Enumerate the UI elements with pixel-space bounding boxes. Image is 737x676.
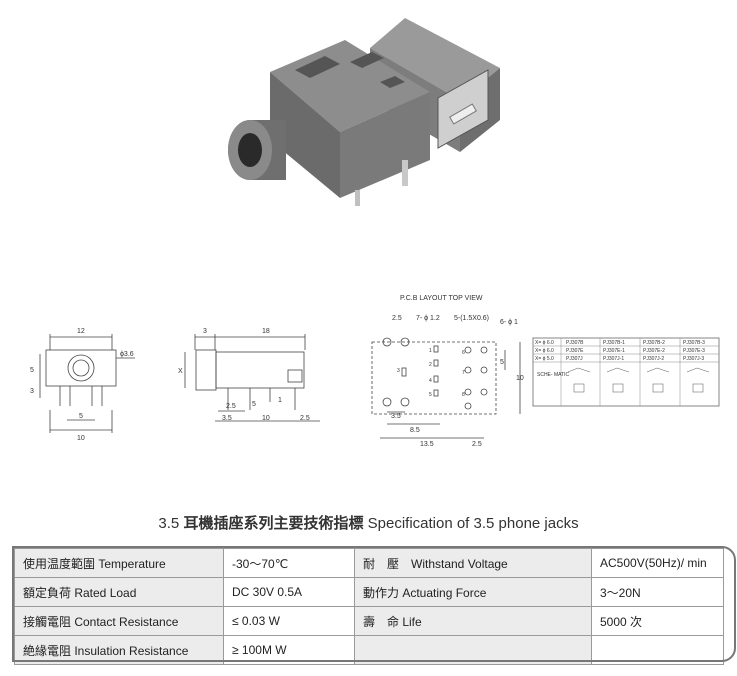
model-cell: X= ϕ 5.0 bbox=[535, 356, 554, 362]
dim-pcb-35: 3.5 bbox=[391, 413, 401, 420]
dim-pcb-25: 2.5 bbox=[392, 315, 402, 322]
model-cell: PJ307B-3 bbox=[683, 340, 705, 346]
pcb-layout-drawing bbox=[371, 337, 521, 439]
table-row: 接觸電阻 Contact Resistance ≤ 0.03 W 壽 命 Lif… bbox=[14, 606, 724, 636]
spec-value: 5000 次 bbox=[591, 606, 724, 636]
pcb-caption: P.C.B LAYOUT TOP VIEW bbox=[400, 295, 483, 302]
spec-title: 3.5 耳機插座系列主要技術指標 Specification of 3.5 ph… bbox=[0, 512, 737, 533]
model-table: X= ϕ 6.0 PJ307B PJ307B-1 PJ307B-2 PJ307B… bbox=[532, 337, 720, 407]
pcb-pin-number: 2 bbox=[429, 362, 432, 368]
dim-side-top1: 3 bbox=[203, 328, 207, 335]
spec-value bbox=[591, 635, 724, 665]
dim-front-base: 10 bbox=[77, 435, 85, 442]
dim-pcb-h5: 5 bbox=[500, 359, 504, 366]
model-cell: PJ307J bbox=[566, 356, 583, 362]
table-row: 絶緣電阻 Insulation Resistance ≥ 100M W bbox=[14, 635, 724, 665]
product-photo bbox=[228, 18, 500, 206]
spec-label: 接觸電阻 Contact Resistance bbox=[14, 606, 224, 636]
schematic-label: SCHE- MATIC bbox=[537, 372, 570, 378]
dim-front-height: 5 bbox=[30, 367, 34, 374]
spec-title-en: Specification of 3.5 phone jacks bbox=[367, 515, 579, 532]
dim-front-pin: 5 bbox=[79, 413, 83, 420]
dim-side-top2: 18 bbox=[262, 328, 270, 335]
dim-pcb-135: 13.5 bbox=[420, 441, 434, 448]
dim-pcb-holes7: 7- ϕ 1.2 bbox=[416, 315, 440, 322]
dim-pcb-85: 8.5 bbox=[410, 427, 420, 434]
dim-front-diameter: ϕ3.6 bbox=[120, 351, 134, 358]
front-view-drawing bbox=[39, 334, 135, 433]
dim-front-width: 12 bbox=[77, 328, 85, 335]
table-row: 額定負荷 Rated Load DC 30V 0.5A 動作力 Actuatin… bbox=[14, 577, 724, 607]
dim-side-d3: 1 bbox=[278, 397, 282, 404]
pcb-pin-number: 1 bbox=[429, 348, 432, 354]
spec-label: 絶緣電阻 Insulation Resistance bbox=[14, 635, 224, 665]
model-cell: PJ307J-1 bbox=[603, 356, 624, 362]
dim-front-lower: 3 bbox=[30, 388, 34, 395]
table-row: 使用温度範圍 Temperature -30～70℃ 耐 壓 Withstand… bbox=[14, 548, 724, 578]
model-cell: X= ϕ 6.0 bbox=[535, 348, 554, 354]
model-cell: PJ307B-1 bbox=[603, 340, 625, 346]
side-view-drawing bbox=[184, 334, 320, 422]
dim-side-x: X bbox=[178, 368, 183, 375]
model-cell: PJ307E bbox=[566, 348, 584, 354]
spec-value: ≤ 0.03 W bbox=[223, 606, 355, 636]
model-cell: PJ307J-3 bbox=[683, 356, 704, 362]
spec-label: 使用温度範圍 Temperature bbox=[14, 548, 224, 578]
spec-value: DC 30V 0.5A bbox=[223, 577, 355, 607]
model-cell: PJ307J-2 bbox=[643, 356, 664, 362]
spec-label: 耐 壓 Withstand Voltage bbox=[354, 548, 592, 578]
spec-label: 額定負荷 Rated Load bbox=[14, 577, 224, 607]
model-cell: PJ307B bbox=[566, 340, 584, 346]
pcb-pin-number: 4 bbox=[429, 378, 432, 384]
spec-title-num: 3.5 bbox=[158, 515, 180, 532]
dim-side-d1: 2.5 bbox=[226, 403, 236, 410]
dim-side-b1: 3.5 bbox=[222, 415, 232, 422]
pcb-pin-number: 8 bbox=[462, 392, 465, 398]
pcb-pin-number: 3 bbox=[397, 368, 400, 374]
dim-pcb-25b: 2.5 bbox=[472, 441, 482, 448]
dim-side-b3: 2.5 bbox=[300, 415, 310, 422]
pcb-pin-number: 6 bbox=[462, 350, 465, 356]
spec-value: AC500V(50Hz)/ min bbox=[591, 548, 724, 578]
dim-pcb-h10: 10 bbox=[516, 375, 524, 382]
model-cell: X= ϕ 6.0 bbox=[535, 340, 554, 346]
spec-table: 使用温度範圍 Temperature -30～70℃ 耐 壓 Withstand… bbox=[12, 546, 736, 665]
spec-label: 壽 命 Life bbox=[354, 606, 592, 636]
dim-side-b2: 10 bbox=[262, 415, 270, 422]
spec-value: 3～20N bbox=[591, 577, 724, 607]
model-cell: PJ307B-2 bbox=[643, 340, 665, 346]
dim-pcb-slots: 5-(1.5X0.6) bbox=[454, 315, 489, 322]
pcb-pin-number: 7 bbox=[462, 370, 465, 376]
model-cell: PJ307E-2 bbox=[643, 348, 665, 354]
dim-side-d2: 5 bbox=[252, 401, 256, 408]
spec-label: 動作力 Actuating Force bbox=[354, 577, 592, 607]
spec-title-cn: 耳機插座系列主要技術指標 bbox=[183, 515, 364, 532]
spec-value: -30～70℃ bbox=[223, 548, 355, 578]
spec-label bbox=[354, 635, 592, 665]
model-cell: PJ307E-3 bbox=[683, 348, 705, 354]
spec-value: ≥ 100M W bbox=[223, 635, 355, 665]
pcb-pin-number: 5 bbox=[429, 392, 432, 398]
dim-pcb-holes6: 6- ϕ 1 bbox=[500, 319, 518, 326]
model-cell: PJ307E-1 bbox=[603, 348, 625, 354]
technical-drawings: P.C.B LAYOUT TOP VIEW 12 5 3 ϕ3.6 5 10 3… bbox=[30, 295, 720, 448]
